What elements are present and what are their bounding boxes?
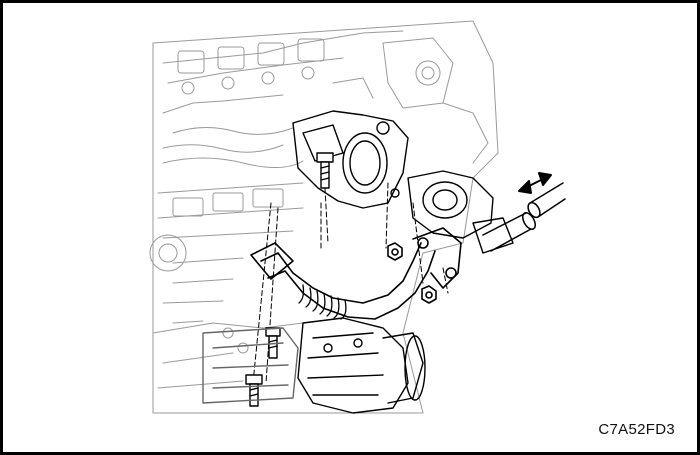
mounting-bolts	[245, 152, 334, 407]
hex-nuts	[387, 242, 437, 304]
starter-motor	[202, 317, 426, 414]
figure-code-label: C7A52FD3	[598, 421, 675, 438]
egr-pipe	[250, 227, 462, 320]
engine-diagram	[149, 20, 566, 414]
throttle-body	[292, 110, 409, 209]
alignment-lines	[252, 182, 449, 384]
cooler-hose	[482, 182, 566, 252]
direction-arrow	[518, 172, 552, 194]
egr-valve	[407, 170, 514, 254]
engine-block	[149, 20, 499, 414]
